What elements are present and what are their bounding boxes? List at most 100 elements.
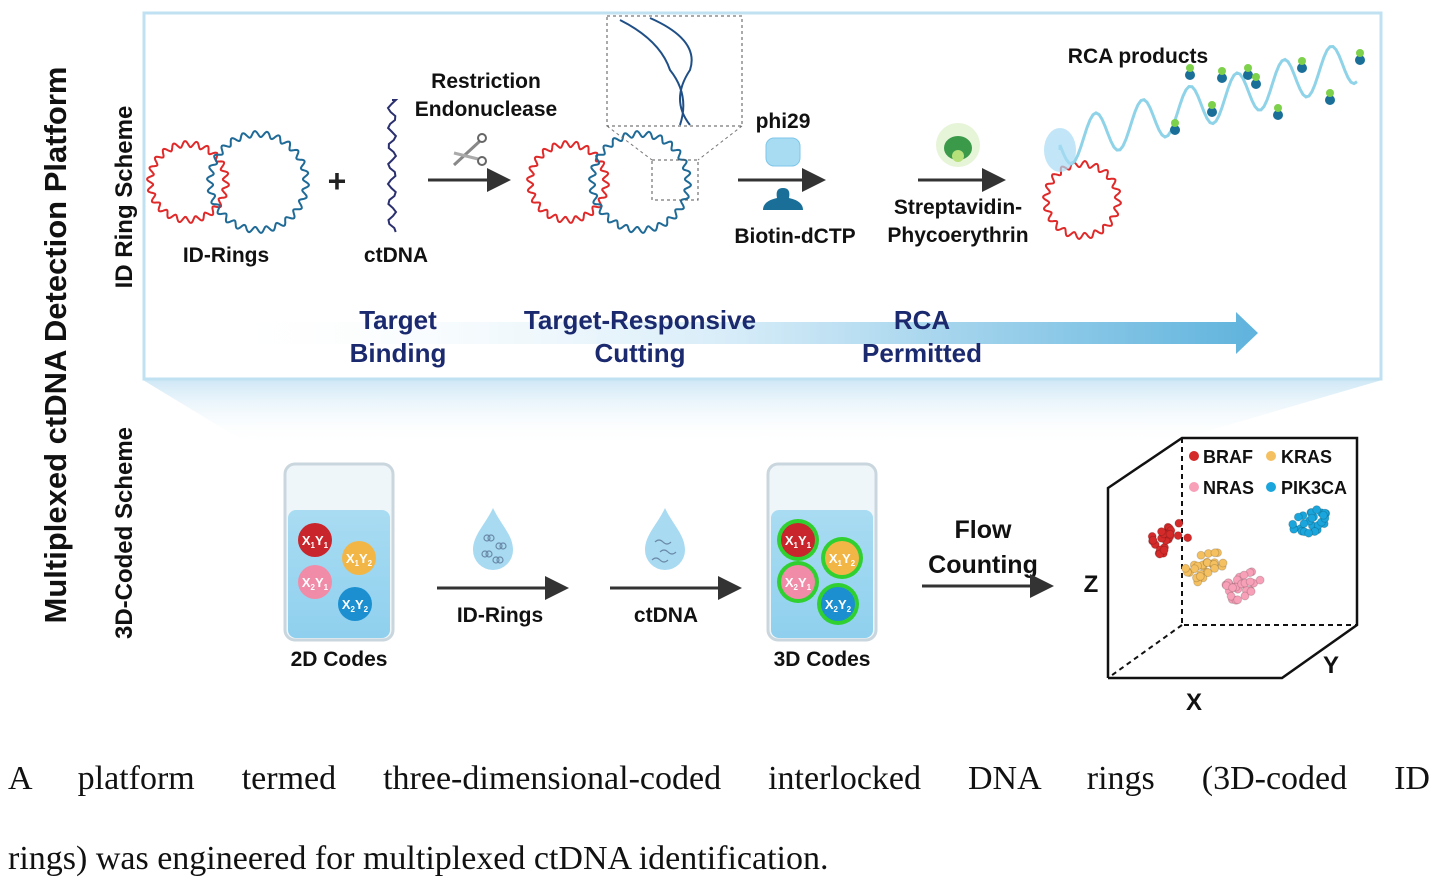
cut-site-box [651,159,699,201]
cluster-point-pik3ca [1288,519,1298,529]
caption-line-1: A platform termed three-dimensional-code… [8,760,1430,797]
stage-2-line1: Target-Responsive [524,305,756,335]
pe-label-icon [1243,70,1253,80]
cluster-point-pik3ca [1318,510,1328,520]
stage-1-line1: Target [359,305,437,335]
svg-text:X2Y1: X2Y1 [785,575,812,592]
endonuclease-label: Endonuclease [415,98,557,121]
cluster-point-nras [1255,575,1265,585]
counting-label: Counting [928,551,1038,579]
platform-title: Multiplexed ctDNA Detection Platform [38,67,73,624]
svg-text:X1Y2: X1Y2 [829,551,856,568]
red-ring [526,140,610,224]
code-bead [338,587,372,621]
inset-box [606,15,743,127]
cluster-point-kras [1190,564,1200,574]
cluster-point-nras [1239,570,1249,580]
pe-label-icon [1207,107,1217,117]
code-bead [298,565,332,599]
stage-labels: Target Binding Target-Responsive Cutting… [350,305,982,368]
pe-label-icon [1355,55,1365,65]
restriction-label: Restriction [431,70,541,93]
cluster-point-nras [1233,595,1243,605]
cut-rings-icon [526,130,692,234]
pe-label-icon [1170,125,1180,135]
stage-2-line2: Cutting [595,338,686,368]
cluster-point-pik3ca [1299,519,1309,529]
codes-3d-label: 3D Codes [774,648,871,671]
inset-dna-icon [619,17,693,126]
blue-ring [206,130,310,234]
diagram: Multiplexed ctDNA Detection Platform ID … [38,11,1383,716]
ctdna-strand-icon [386,99,399,233]
rca-products-icon [1042,44,1365,240]
cluster-point-braf [1157,527,1166,537]
step-ctdna-label: ctDNA [634,604,698,627]
cluster-point-kras [1210,563,1220,573]
cluster-point-nras [1226,591,1236,601]
code-bead [298,523,332,557]
legend-nras: NRAS [1203,478,1254,498]
id-ring-scheme-label: ID Ring Scheme [111,106,138,289]
legend-marker-nras [1189,482,1199,492]
svg-text:X2Y2: X2Y2 [342,597,369,614]
cluster-point-nras [1245,577,1255,587]
cluster-point-braf [1173,531,1183,541]
3d-scatter-plot: Z Y X BRAF KRAS NRAS PIK3CA [1084,436,1359,716]
legend-braf: BRAF [1203,447,1253,467]
ctdna-label: ctDNA [364,244,428,267]
cluster-point-pik3ca [1304,528,1314,538]
cluster-point-pik3ca [1312,505,1322,515]
phi29-label: phi29 [756,110,811,133]
rca-products-label: RCA products [1068,45,1208,68]
cluster-point-nras [1246,587,1256,596]
cluster-point-pik3ca [1307,513,1317,523]
legend-kras: KRAS [1281,447,1332,467]
axis-z-label: Z [1084,571,1099,598]
code-bead [825,541,859,575]
cluster-point-braf [1183,533,1193,543]
id-rings-drop-icon [473,508,513,570]
cluster-point-braf [1165,529,1175,539]
process-arrow [210,312,1258,354]
blue-ring [588,130,692,234]
cluster-point-pik3ca [1293,512,1303,522]
code-bead [821,587,855,621]
svg-text:X1Y2: X1Y2 [346,551,373,568]
cluster-point-nras [1228,583,1238,593]
cluster-point-kras [1196,550,1206,560]
coded-scheme-label: 3D-Coded Scheme [111,427,138,639]
plot-legend: BRAF KRAS NRAS PIK3CA [1189,447,1347,498]
legend-pik3ca: PIK3CA [1281,478,1347,498]
phycoerythrin-label: Phycoerythrin [887,224,1028,247]
id-rings-label: ID-Rings [183,244,269,267]
pe-label-icon [1217,73,1227,83]
red-ring [146,140,230,224]
cluster-point-braf [1148,535,1158,545]
codes-2d-label: 2D Codes [291,648,388,671]
streptavidin-icon [936,123,980,167]
legend-marker-braf [1189,451,1199,461]
id-ring-scheme-panel [142,11,1383,381]
legend-marker-pik3ca [1266,482,1276,492]
svg-text:X1Y1: X1Y1 [302,533,329,550]
id-rings-icon [146,130,310,234]
legend-marker-kras [1266,451,1276,461]
cluster-point-braf [1174,518,1184,528]
code-bead [342,541,376,575]
stage-3-line2: Permitted [862,338,982,368]
cluster-point-kras [1203,568,1213,578]
code-bead [781,565,815,599]
cluster-point-kras [1195,571,1205,581]
phi29-polymerase-icon [765,137,801,167]
stage-1-line2: Binding [350,338,447,368]
scissors-icon [452,133,487,167]
svg-text:X2Y2: X2Y2 [825,597,852,614]
step-id-rings-label: ID-Rings [457,604,543,627]
pe-label-icon [1273,110,1283,120]
streptavidin-label: Streptavidin- [894,196,1022,219]
flow-label: Flow [955,516,1012,544]
cluster-point-kras [1181,563,1191,573]
